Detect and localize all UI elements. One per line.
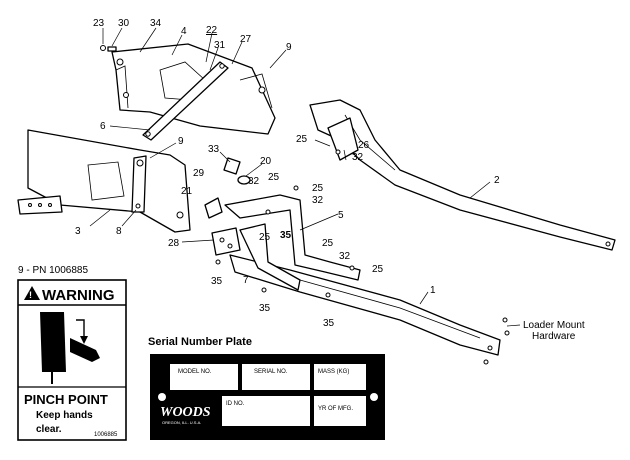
callout-34: 34 <box>150 18 162 29</box>
callout-32b: 32 <box>312 195 324 206</box>
callout-25c: 25 <box>259 232 271 243</box>
decal-code: 1006885 <box>94 432 118 438</box>
callout-35b: 35 <box>211 276 223 287</box>
callout-31: 31 <box>214 40 226 51</box>
callout-27: 27 <box>240 34 252 45</box>
callout-1: 1 <box>430 285 436 296</box>
decal-keep-line2: clear. <box>36 424 62 435</box>
callout-25d: 25 <box>322 238 334 249</box>
spring-33 <box>223 157 241 175</box>
hardware-bolts <box>215 149 510 365</box>
callout-3: 3 <box>75 226 81 237</box>
decal-keep-line1: Keep hands <box>36 410 93 421</box>
callout-4: 4 <box>181 26 187 37</box>
callout-35c: 35 <box>259 303 271 314</box>
loader-mount-label-line1: Loader Mount <box>523 320 585 331</box>
callout-28: 28 <box>168 238 180 249</box>
callout-20: 20 <box>260 156 272 167</box>
pin-21 <box>204 197 223 219</box>
decal-warning-text: WARNING <box>42 287 115 304</box>
plate-year-label: YR OF MFG. <box>318 406 353 412</box>
callout-32d: 32 <box>352 152 364 163</box>
callout-9a: 9 <box>286 42 292 53</box>
callout-32a: 32 <box>248 176 260 187</box>
callout-25b: 25 <box>312 183 324 194</box>
right-frame-rail <box>309 99 616 251</box>
plate-model-label: MODEL NO. <box>178 369 212 375</box>
nut-30 <box>107 46 117 52</box>
svg-text:!: ! <box>29 290 32 300</box>
callout-numbers: 23 30 34 4 22 31 27 9 6 9 33 20 29 32 25… <box>75 18 500 329</box>
callout-35d: 35 <box>323 318 335 329</box>
plate-serial-label: SERIAL NO. <box>254 369 288 375</box>
plate-brand-sub: OREGON, ILL. U.S.A. <box>162 420 201 425</box>
serial-plate-title: Serial Number Plate <box>148 336 252 348</box>
vertical-arm <box>131 155 147 213</box>
clamp-bracket-26 <box>327 117 359 161</box>
leader-lines <box>89 27 521 327</box>
bolt-23 <box>100 45 106 51</box>
bushing-20 <box>237 175 251 185</box>
callout-9b: 9 <box>178 136 184 147</box>
loader-mount-label-line2: Hardware <box>532 331 576 342</box>
lower-mount-bracket <box>17 129 191 233</box>
callout-26: 26 <box>358 140 370 151</box>
callout-8: 8 <box>116 226 122 237</box>
callout-25e: 25 <box>372 264 384 275</box>
plate-brand-logo: WOODS <box>160 405 211 420</box>
callout-5: 5 <box>338 210 344 221</box>
callout-29: 29 <box>193 168 205 179</box>
callout-25a: 25 <box>268 172 280 183</box>
callout-21: 21 <box>181 186 193 197</box>
warning-decal: ! WARNING PINCH POINT Keep hands clear. … <box>17 279 127 441</box>
callout-30: 30 <box>118 18 130 29</box>
decal-pinch-text: PINCH POINT <box>24 392 108 407</box>
diagonal-brace <box>142 61 229 141</box>
serial-number-plate: MODEL NO. SERIAL NO. MASS (KG) ID NO. YR… <box>150 354 385 440</box>
callout-35a: 35 <box>280 230 292 241</box>
callout-7: 7 <box>243 275 249 286</box>
mount-plate-28 <box>211 227 241 256</box>
plate-id-label: ID NO. <box>226 401 245 407</box>
warning-triangle-icon <box>24 286 40 300</box>
plate-mass-label: MASS (KG) <box>318 369 349 375</box>
callout-22: 22 <box>206 25 218 36</box>
callout-2: 2 <box>494 175 500 186</box>
rivet-right-icon <box>370 393 378 401</box>
loop-frame-5 <box>224 194 361 291</box>
callout-32c: 32 <box>339 251 351 262</box>
callout-25f: 25 <box>296 134 308 145</box>
decal-part-number: 9 - PN 1006885 <box>18 265 88 276</box>
callout-33: 33 <box>208 144 220 155</box>
pinch-point-icon <box>40 312 100 384</box>
rivet-left-icon <box>158 393 166 401</box>
callout-23: 23 <box>93 18 105 29</box>
callout-6: 6 <box>100 121 106 132</box>
